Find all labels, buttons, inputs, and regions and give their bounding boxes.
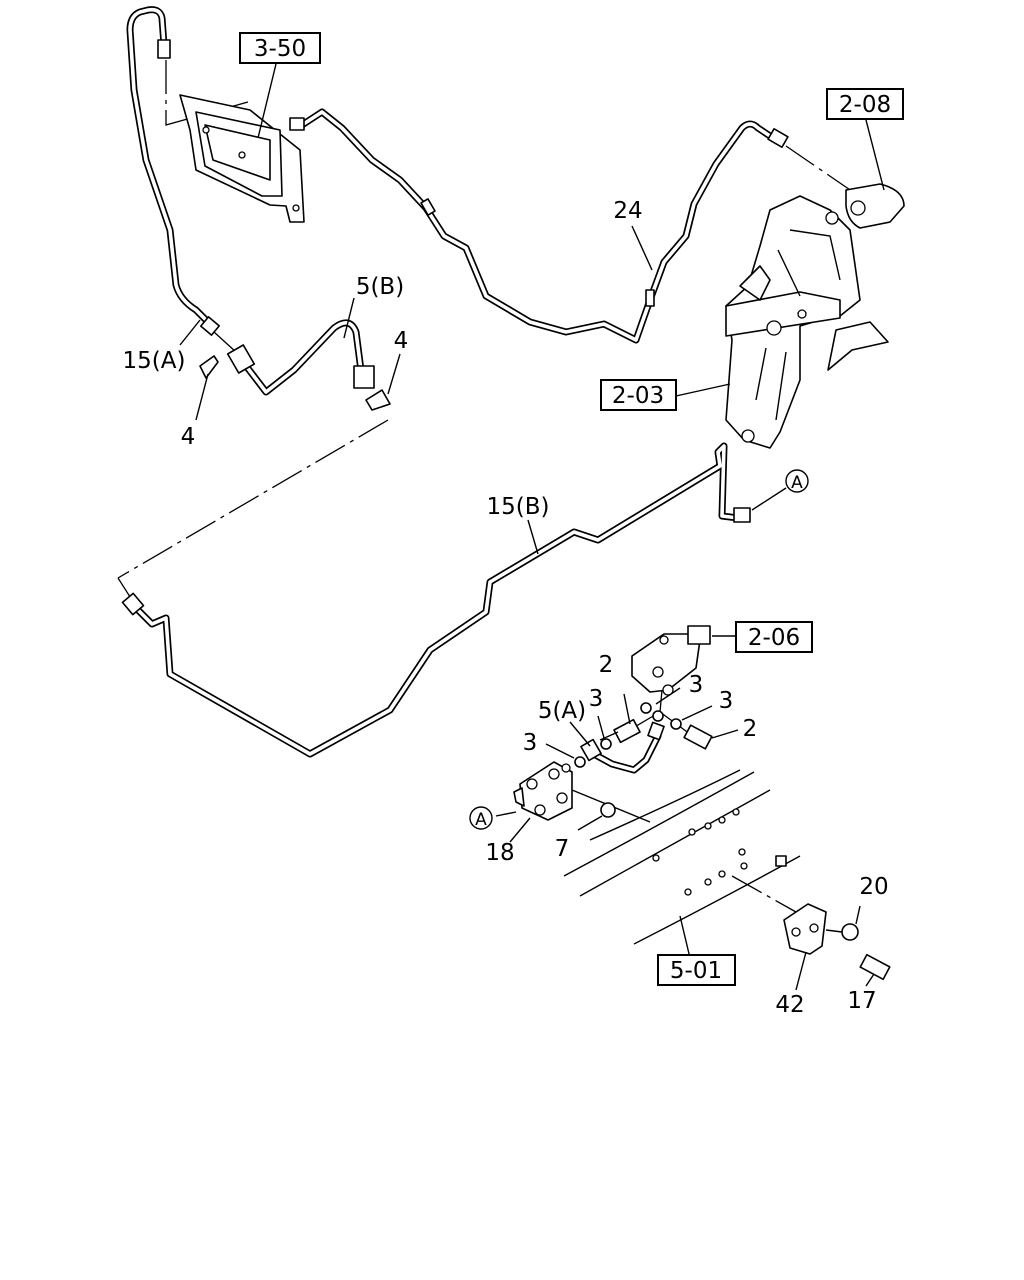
bolt-17 xyxy=(859,953,891,981)
ref-label-2-06: 2-06 xyxy=(748,625,800,651)
pipe-15b-left-fitting xyxy=(121,592,145,616)
ref-box-5-01 xyxy=(657,954,736,986)
callout-42: 42 xyxy=(775,992,804,1018)
ref-label-2-03: 2-03 xyxy=(612,383,664,409)
callout-3-lower: 3 xyxy=(523,730,538,756)
hose-5a xyxy=(580,721,665,774)
marker-a-lower-label: A xyxy=(475,810,487,830)
callout-24: 24 xyxy=(613,198,642,224)
pipe-24-right-fitting xyxy=(767,128,789,148)
callout-18: 18 xyxy=(485,840,514,866)
ref-label-3-50: 3-50 xyxy=(254,36,306,62)
clip-4-left xyxy=(199,355,219,379)
junction-block-18 xyxy=(513,761,573,821)
washer-3-a xyxy=(640,702,652,714)
marker-a-lower xyxy=(469,806,493,830)
bolt-2-right xyxy=(683,724,713,750)
hose-5b-right-fitting xyxy=(353,365,375,389)
ref-box-2-03 xyxy=(600,379,677,411)
hose-5b xyxy=(226,319,375,396)
callout-4-upper: 4 xyxy=(394,328,409,354)
marker-a-upper-label: A xyxy=(791,473,803,493)
ref-box-2-06 xyxy=(735,621,813,653)
ref-box-3-50 xyxy=(239,32,321,64)
pedal-bracket-assembly xyxy=(725,183,905,449)
nut-7 xyxy=(600,802,616,818)
callout-2-lower: 2 xyxy=(743,716,758,742)
nut-20 xyxy=(841,923,859,941)
pipe-24 xyxy=(289,108,789,344)
callout-3-middle: 3 xyxy=(589,686,604,712)
reservoir-2-08 xyxy=(845,183,905,229)
callout-15a: 15(A) xyxy=(123,348,186,374)
washer-3-b xyxy=(670,718,682,730)
callout-20: 20 xyxy=(859,874,888,900)
callout-2-upper: 2 xyxy=(599,652,614,678)
valve-2-06 xyxy=(631,625,711,696)
pipe-15b-right-fitting xyxy=(733,507,751,523)
hose-5b-left-fitting xyxy=(226,344,256,374)
callout-15b: 15(B) xyxy=(487,494,550,520)
bracket-3-50 xyxy=(179,94,305,223)
pipe-15a-top-fitting xyxy=(157,39,171,59)
pipe-15b xyxy=(121,442,751,758)
callout-3-right: 3 xyxy=(719,688,734,714)
pipe-24-left-fitting xyxy=(289,117,305,131)
callout-17: 17 xyxy=(847,988,876,1014)
pipe-15a xyxy=(126,6,221,336)
ref-label-2-08: 2-08 xyxy=(839,92,891,118)
bolt-2-left xyxy=(599,718,641,744)
bracket-42 xyxy=(783,903,827,955)
callout-5a: 5(A) xyxy=(538,698,586,724)
frame-5-01 xyxy=(563,769,801,945)
callout-7: 7 xyxy=(555,836,570,862)
guide-line-pipe xyxy=(213,331,237,353)
callout-3-upper: 3 xyxy=(689,672,704,698)
callout-4-lower: 4 xyxy=(181,424,196,450)
ref-box-2-08 xyxy=(826,88,904,120)
pipe-15a-bottom-fitting xyxy=(199,316,221,336)
marker-a-upper xyxy=(785,469,809,493)
washer-3-c xyxy=(600,738,612,750)
clip-4-right xyxy=(365,389,391,411)
ref-label-5-01: 5-01 xyxy=(670,958,722,984)
guide-line-15b xyxy=(117,419,389,579)
washer-3-d xyxy=(574,756,586,768)
callout-5b: 5(B) xyxy=(356,274,404,300)
guide-line-208 xyxy=(785,145,857,195)
